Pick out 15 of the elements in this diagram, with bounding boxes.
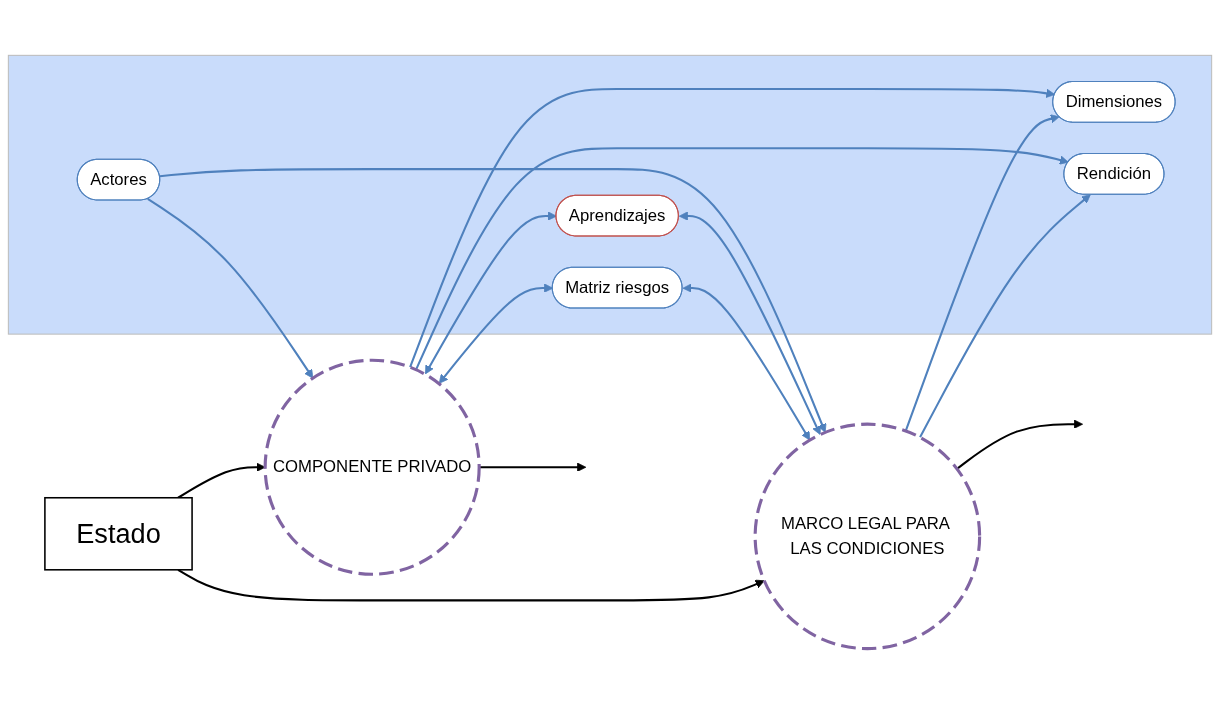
arrow xyxy=(147,198,314,379)
arrow xyxy=(415,147,1069,371)
node-circle: COMPONENTE PRIVADO xyxy=(263,358,481,576)
arrow xyxy=(956,419,1083,470)
arrow xyxy=(919,194,1091,438)
node-box: Estado xyxy=(44,496,193,571)
arrow xyxy=(159,168,827,433)
arrow xyxy=(678,211,821,435)
cluster xyxy=(7,54,1213,335)
arrow xyxy=(409,87,1056,368)
arrow xyxy=(177,568,765,602)
node-circle: MARCO LEGAL PARA LAS CONDICIONES xyxy=(753,422,982,651)
arrow xyxy=(682,283,811,441)
arrow xyxy=(424,211,557,375)
arrow xyxy=(904,114,1060,432)
